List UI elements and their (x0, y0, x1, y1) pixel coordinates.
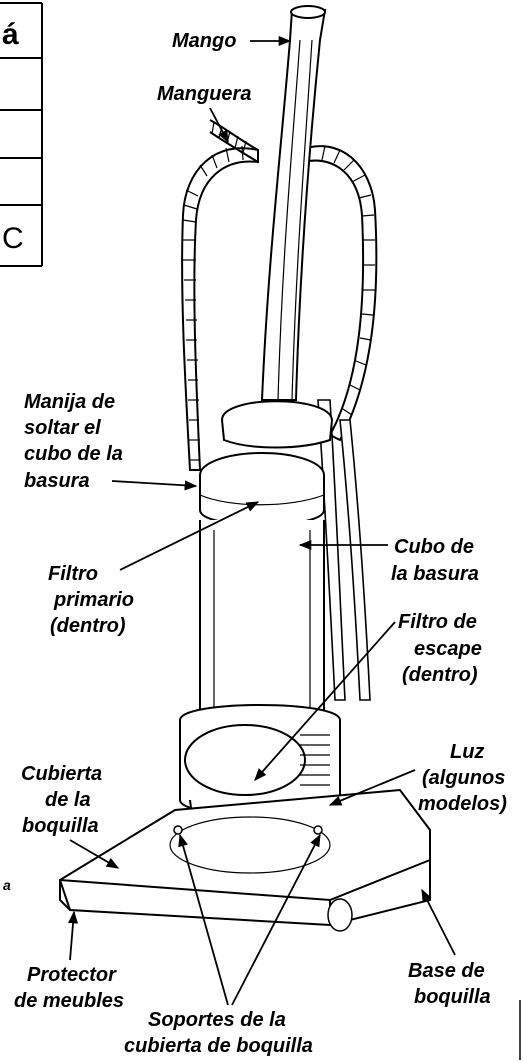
svg-text:Luz: Luz (450, 741, 484, 763)
label-mango: Mango (172, 30, 236, 52)
svg-text:primario: primario (53, 589, 134, 611)
label-manguera: Manguera (157, 83, 251, 105)
margin-mark: a (3, 877, 11, 893)
svg-text:la basura: la basura (391, 563, 479, 585)
vacuum-illustration (60, 6, 430, 931)
svg-text:(dentro): (dentro) (50, 615, 126, 637)
svg-text:boquilla: boquilla (22, 815, 99, 837)
svg-text:Base de: Base de (408, 960, 485, 982)
label-cubo: Cubo de la basura (391, 536, 479, 585)
svg-text:Filtro: Filtro (48, 563, 98, 585)
handle (262, 10, 325, 400)
svg-text:modelos): modelos) (418, 793, 507, 815)
partial-table: á C (0, 3, 42, 266)
label-cubierta: Cubierta de la boquilla (21, 763, 102, 837)
svg-text:Cubo de: Cubo de (394, 536, 474, 558)
label-soportes: Soportes de la cubierta de boquilla (124, 1009, 313, 1057)
svg-text:basura: basura (24, 470, 90, 492)
nozzle (60, 790, 430, 925)
dirt-cup (200, 520, 324, 735)
svg-text:boquilla: boquilla (414, 986, 491, 1008)
svg-text:(dentro): (dentro) (402, 664, 478, 686)
svg-text:Cubierta: Cubierta (21, 763, 102, 785)
svg-text:cubo de la: cubo de la (24, 443, 123, 465)
label-filtro-escape: Filtro de escape (dentro) (398, 611, 482, 686)
svg-text:de meubles: de meubles (14, 990, 124, 1012)
svg-text:cubierta de boquilla: cubierta de boquilla (124, 1035, 313, 1057)
svg-text:de la: de la (45, 789, 91, 811)
label-protector: Protector de meubles (14, 964, 124, 1012)
svg-text:Manija de: Manija de (24, 391, 115, 413)
svg-text:Filtro de: Filtro de (398, 611, 477, 633)
table-cell-5: C (2, 222, 24, 255)
svg-text:Protector: Protector (27, 964, 117, 986)
label-luz: Luz (algunos modelos) (418, 741, 507, 815)
label-filtro-primario: Filtro primario (dentro) (48, 563, 134, 637)
svg-text:escape: escape (414, 638, 482, 660)
label-manija: Manija de soltar el cubo de la basura (24, 391, 123, 492)
svg-text:soltar el: soltar el (24, 417, 101, 439)
table-cell-1: á (2, 18, 19, 51)
svg-text:Soportes de la: Soportes de la (148, 1009, 286, 1031)
svg-text:(algunos: (algunos (422, 767, 505, 789)
label-base: Base de boquilla (408, 960, 491, 1008)
